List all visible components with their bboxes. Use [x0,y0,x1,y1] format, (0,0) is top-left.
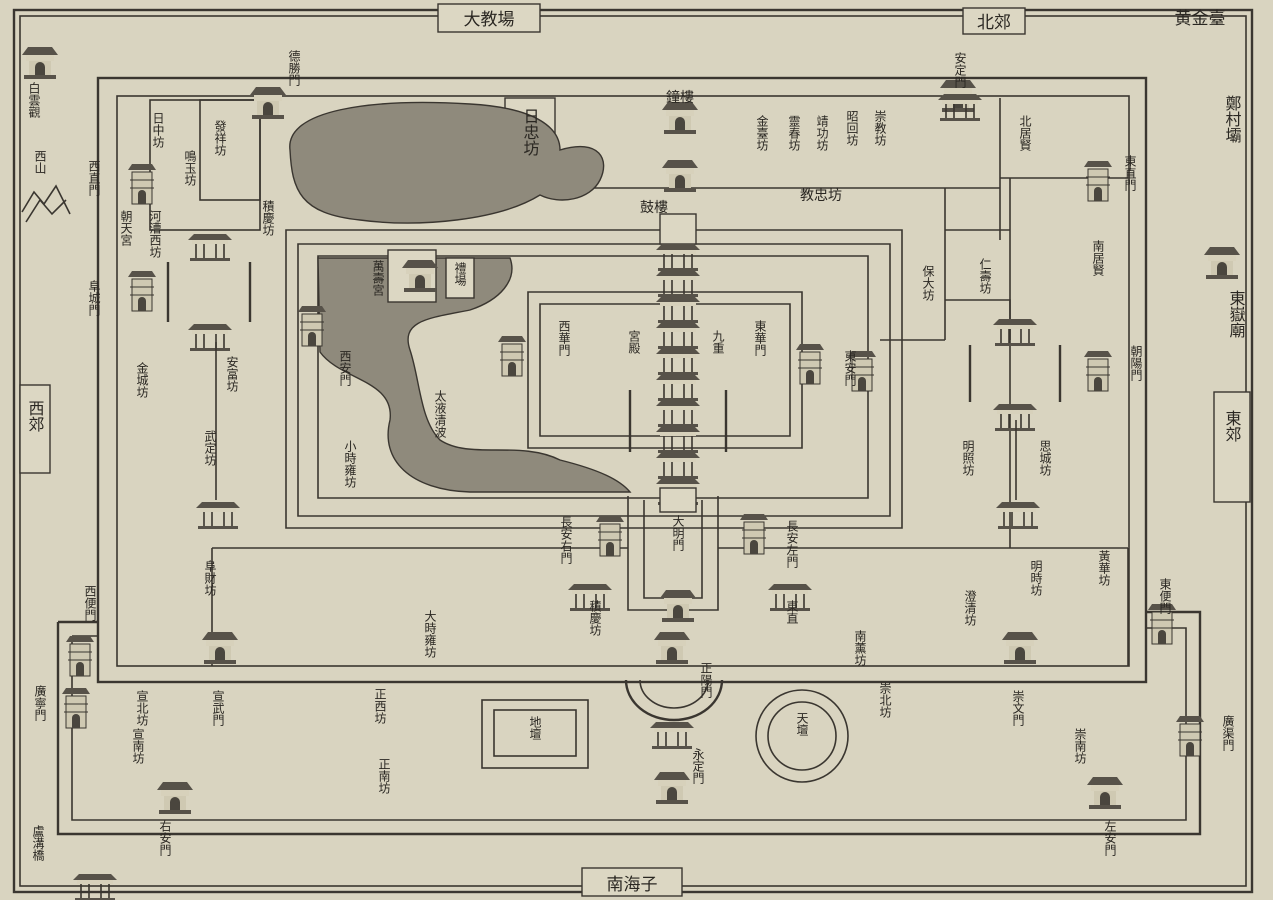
label-anfu: 安富坊 [225,355,239,392]
label-jincheng: 金城坊 [135,361,149,398]
label-xianghe: 西安門 [338,350,352,386]
label-kaohuang: 禮場 [453,262,467,287]
label-nanjuxian: 南居賢 [1091,239,1105,277]
label-zhengnan: 正南坊 [377,758,391,794]
label-wanshou: 萬壽宮 [371,260,385,296]
label-drum-tower: 鼓樓 [640,200,668,216]
label-jiqing: 積慶坊 [261,199,275,236]
label-changan-w: 長安右門 [559,516,573,564]
label-dongan: 東安門 [843,350,857,386]
label-dashiyong: 大時雍坊 [423,610,437,658]
label-baoda: 保大坊 [921,265,935,301]
label-east-right: 東直 [785,600,799,624]
label-dongzhi-gate: 東直門 [1123,155,1137,191]
label-jiuchong: 九重 [711,330,725,354]
label-zhengxi: 正西坊 [373,688,387,724]
label-dongyue: 東嶽廟 [1227,290,1246,339]
label-far-left-top: 西山 [33,150,47,174]
label-west-suburb: 西郊 [26,400,45,432]
label-youan: 右安門 [158,819,172,856]
label-beijuxian: 北居賢 [1018,115,1032,152]
label-bell-tower: 鐘樓 [666,89,694,106]
label-renshou: 仁壽坊 [978,258,992,294]
label-mingyu: 鳴玉坊 [183,150,197,186]
label-chongjiao: 崇教坊 [873,110,887,146]
label-xuanbei: 宣北坊 [135,689,149,726]
label-zhaohui: 昭回坊 [845,110,859,146]
label-lugou: 盧溝橋 [31,825,45,862]
label-hechao: 河漕西坊 [148,210,162,258]
label-jiaozhong: 教忠坊 [800,188,842,204]
label-dongbian: 東便門 [1158,578,1172,614]
label-chongwen: 崇文門 [1011,690,1025,726]
label-rizhong: 日忠坊 [521,108,540,157]
label-mingshi: 明時坊 [1029,560,1043,596]
label-xihua: 西華門 [557,320,571,356]
label-siping: 思城坊 [1038,440,1052,476]
label-changan-e: 長安左門 [785,520,799,568]
label-chongbei: 崇北坊 [878,682,892,718]
label-guangning: 廣寧門 [33,685,47,721]
label-bailianxi: 白雲觀 [27,81,41,118]
label-rizhong-fang: 日中坊 [151,112,165,148]
label-xuanwu: 宣武門 [211,689,225,726]
label-fajing: 發祥坊 [213,119,227,156]
label-xuannan: 宣南坊 [131,727,145,764]
label-daming: 大明門 [671,515,685,551]
label-zuoan: 左安門 [1103,819,1117,856]
label-jintai: 金臺坊 [755,114,769,151]
label-xiaoshiyong: 小時雍坊 [343,440,357,488]
label-wuding: 武定坊 [203,430,217,466]
label-guangqu: 廣渠門 [1221,715,1235,751]
label-east-suburb: 東郊 [1223,410,1242,442]
label-north-suburb: 北郊 [977,13,1011,33]
label-tiantan: 天壇 [795,712,809,736]
label-top-right: 黄金臺 [1175,9,1226,29]
label-fucheng-gate: 阜城門 [87,280,101,316]
label-chongnan: 崇南坊 [1073,728,1087,764]
label-top-right-gate: 安定門 [953,51,967,88]
label-zhengyang: 正陽門 [699,662,713,698]
label-donghua: 東華門 [753,320,767,356]
label-chaotian: 朝天宮 [119,210,133,246]
label-mingzhao: 明照坊 [961,440,975,476]
label-lingchun: 靈春坊 [787,115,801,151]
label-ditan: 地壇 [528,716,542,740]
label-top-left-gate: 德勝門 [287,49,301,86]
label-nanxun: 南薰坊 [853,629,867,666]
label-top-center: 大教場 [464,10,515,30]
label-taiye: 太液清波 [433,389,447,439]
label-xibian: 西便門 [83,585,97,621]
label-fucai: 阜財坊 [203,560,217,596]
label-yongding: 永定門 [691,748,705,784]
label-jinggong: 靖功坊 [815,115,829,151]
label-far-right: 鄭村壩 [1223,95,1242,143]
label-chaoyang-gate: 朝陽門 [1129,345,1143,381]
label-xizhi-gate: 西直門 [87,160,101,196]
label-chengqing: 澄清坊 [963,589,977,626]
label-south-center: 南海子 [607,875,658,895]
label-gongdian: 宮殿 [627,329,641,354]
label-jijing: 積慶坊 [588,599,602,636]
label-huanghua: 黃華坊 [1097,550,1111,586]
